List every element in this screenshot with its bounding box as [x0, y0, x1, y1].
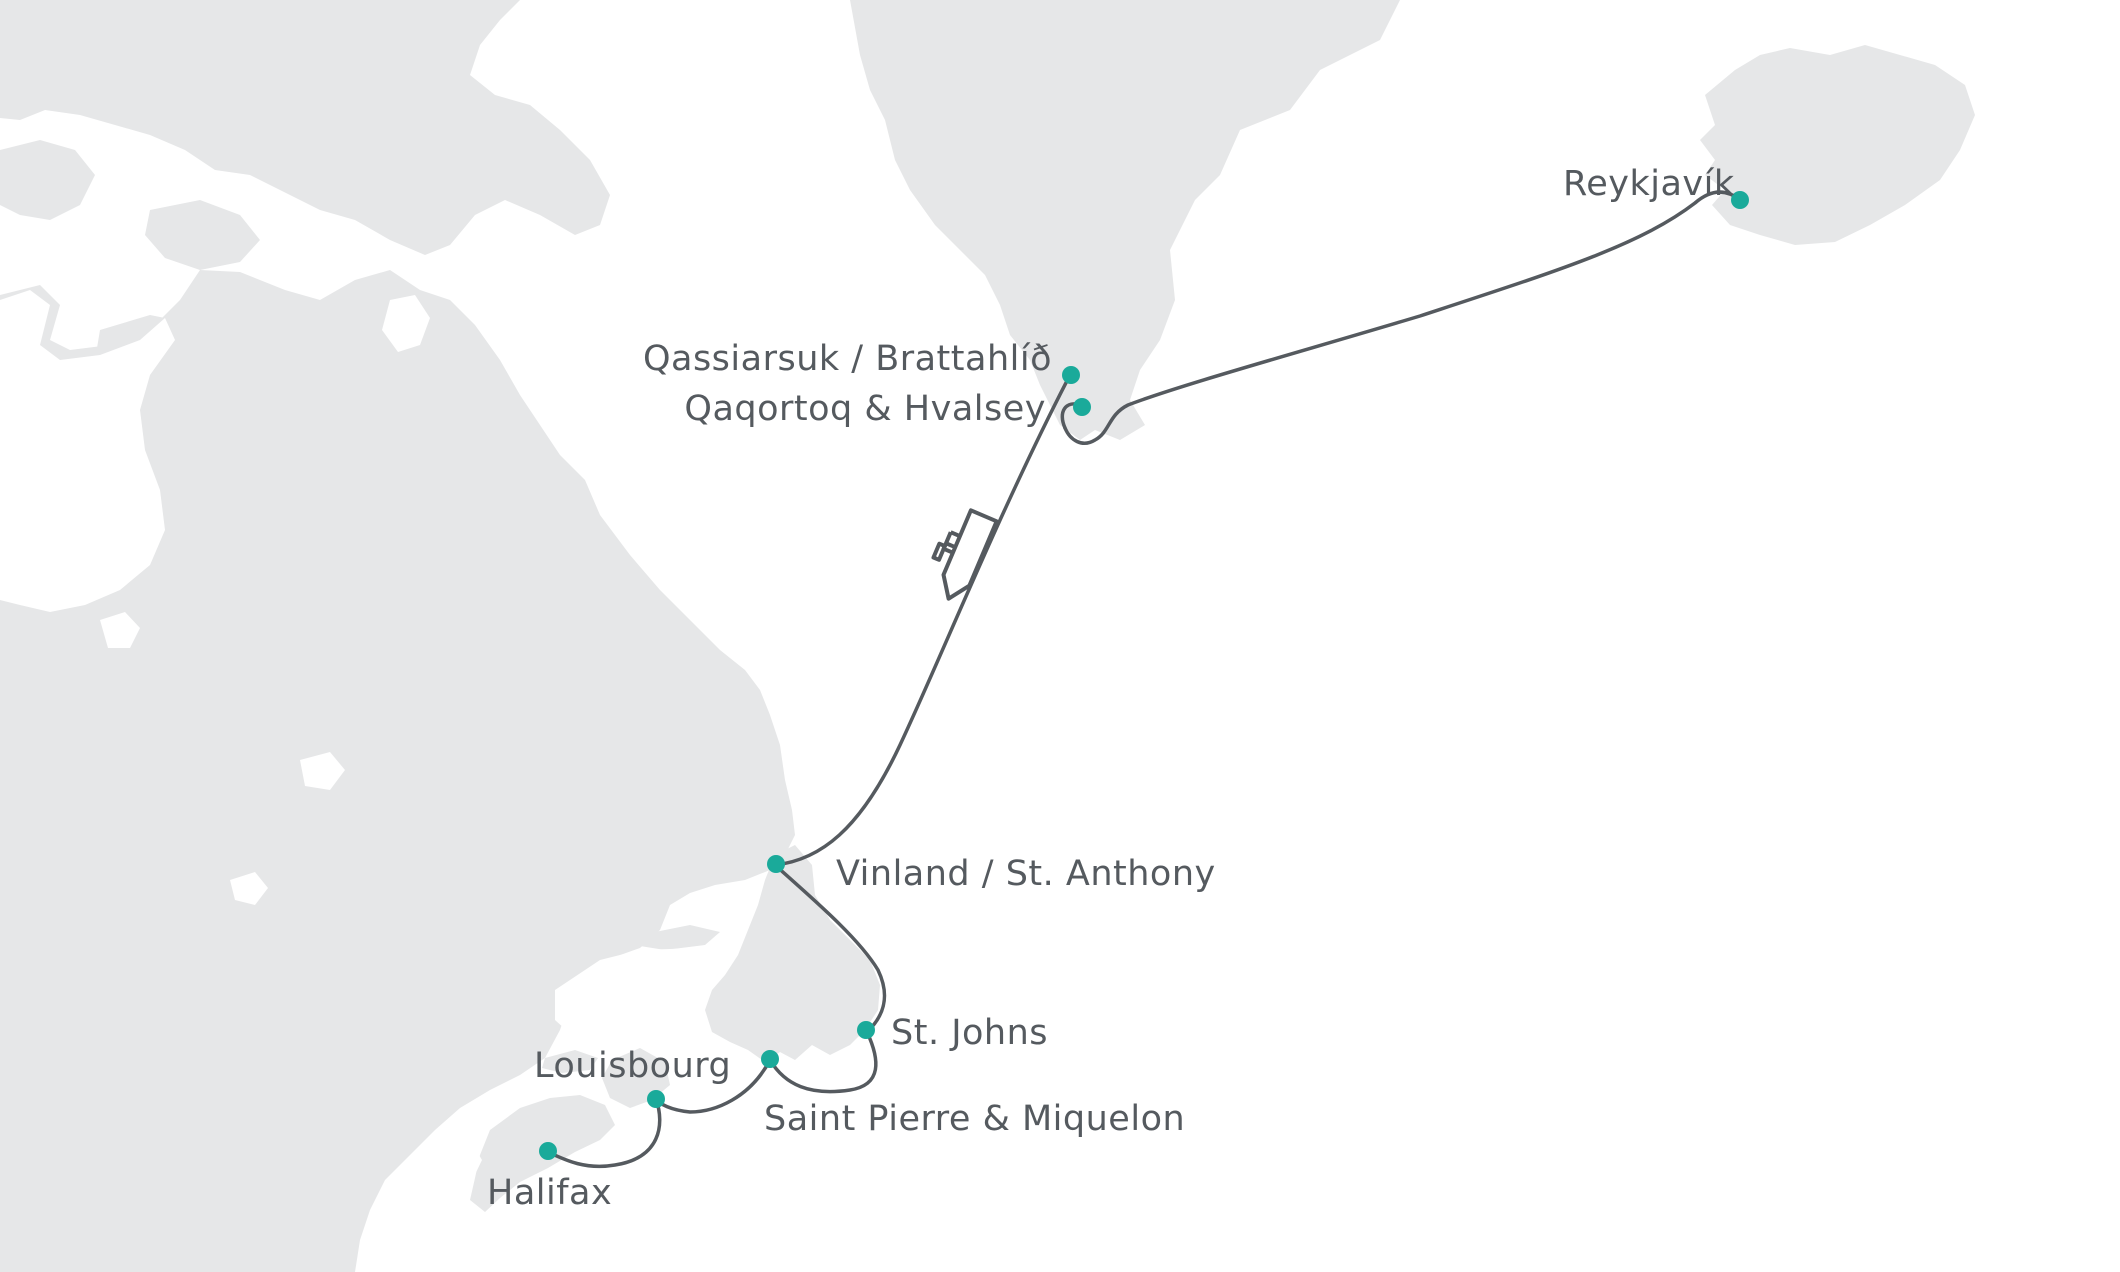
- port-markers: [539, 191, 1749, 1160]
- port-labels: Reykjavík Qassiarsuk / Brattahlíð Qaqort…: [487, 164, 1735, 1213]
- lake-water: [300, 752, 345, 790]
- iceland-land: [1700, 45, 1975, 245]
- route-segment-louisbourg-halifax: [546, 1097, 662, 1169]
- route-segment-qassiarsuk-vinland: [773, 373, 1072, 867]
- hudson-bay-water: [0, 290, 175, 612]
- port-label-saintpierre: Saint Pierre & Miquelon: [764, 1099, 1185, 1139]
- baffin-island-land: [0, 0, 610, 255]
- port-label-qaqortoq: Qaqortoq & Hvalsey: [684, 389, 1046, 429]
- ungava-bay-water: [382, 295, 430, 352]
- port-label-reykjavik: Reykjavík: [1563, 164, 1735, 204]
- port-marker-reykjavik[interactable]: [1731, 191, 1749, 209]
- port-label-vinland: Vinland / St. Anthony: [836, 854, 1216, 894]
- pei-land: [542, 1050, 598, 1073]
- port-label-louisbourg: Louisbourg: [534, 1046, 731, 1086]
- ship-icon: [931, 508, 999, 601]
- port-label-stjohns: St. Johns: [891, 1013, 1048, 1053]
- lake-water: [230, 872, 268, 905]
- port-marker-saintpierre[interactable]: [761, 1050, 779, 1068]
- newfoundland-land: [705, 845, 880, 1062]
- gulf-st-lawrence-water: [555, 948, 712, 1045]
- cruise-route: [546, 190, 1742, 1169]
- ship-hull: [941, 508, 999, 601]
- lake-water: [100, 612, 140, 648]
- route-segment-reykjavik-qaqortoq: [1063, 190, 1742, 445]
- port-marker-stjohns[interactable]: [857, 1021, 875, 1039]
- route-segment-vinland-stjohns: [773, 863, 887, 1034]
- landmasses: [0, 0, 1975, 1272]
- port-marker-halifax[interactable]: [539, 1142, 557, 1160]
- port-marker-vinland[interactable]: [767, 855, 785, 873]
- port-label-qassiarsuk: Qassiarsuk / Brattahlíð: [643, 339, 1052, 379]
- port-label-halifax: Halifax: [487, 1173, 612, 1213]
- bay-of-fundy-water: [435, 1140, 482, 1192]
- arctic-island-land: [0, 140, 95, 220]
- inland-water: [0, 290, 712, 1192]
- port-marker-qassiarsuk[interactable]: [1062, 366, 1080, 384]
- ship-cabin: [931, 541, 947, 562]
- arctic-island-land: [145, 200, 260, 270]
- port-marker-qaqortoq[interactable]: [1073, 398, 1091, 416]
- greenland-land: [850, 0, 1400, 440]
- anticosti-land: [640, 925, 720, 950]
- north-america-land: [0, 270, 795, 1272]
- port-marker-louisbourg[interactable]: [647, 1090, 665, 1108]
- route-segment-stjohns-saintpierre: [768, 1030, 878, 1094]
